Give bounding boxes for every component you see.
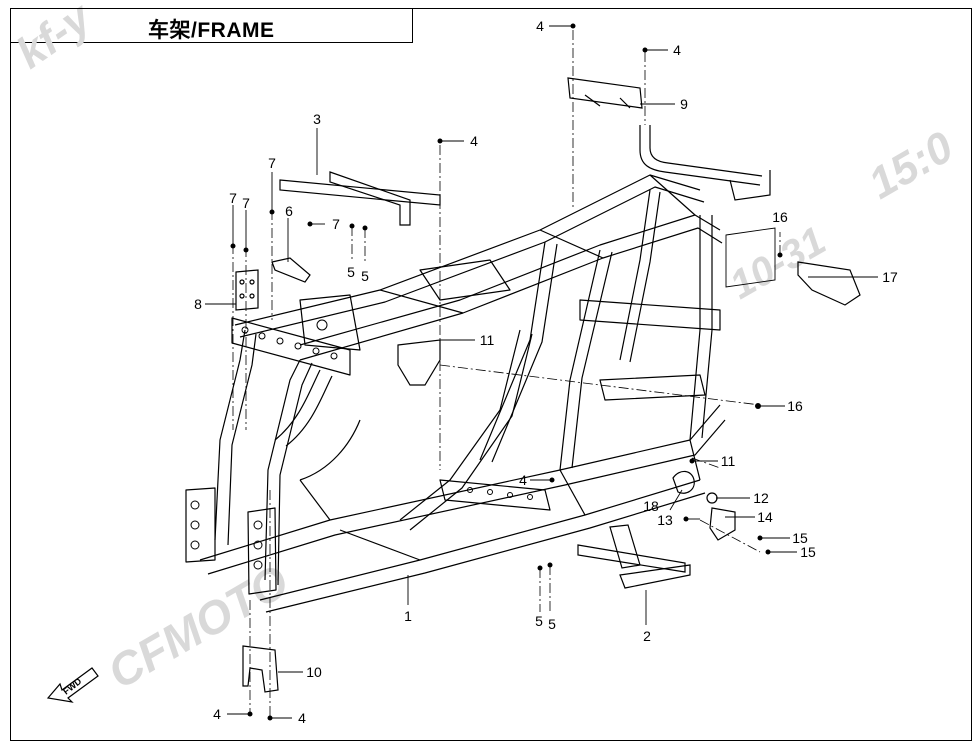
- callout-7-c: 7: [242, 195, 250, 211]
- callout-11-upper: 11: [480, 332, 495, 348]
- callout-4-top: 4: [536, 18, 544, 34]
- callout-13: 13: [657, 512, 673, 528]
- callout-1: 1: [404, 608, 412, 624]
- callout-18: 18: [643, 498, 659, 514]
- callout-6: 6: [285, 203, 293, 219]
- callout-5-b: 5: [361, 268, 369, 284]
- callout-14: 14: [757, 509, 773, 525]
- callout-4-mid: 4: [470, 133, 478, 149]
- callout-8: 8: [194, 296, 202, 312]
- callout-17: 17: [882, 269, 898, 285]
- callout-5-d: 5: [548, 616, 556, 632]
- callout-15-b: 15: [800, 544, 816, 560]
- callout-12: 12: [753, 490, 769, 506]
- callout-5-a: 5: [347, 264, 355, 280]
- callout-4-rail: 4: [519, 472, 527, 488]
- callout-4-bottom-left: 4: [213, 706, 221, 722]
- callout-16-lower: 16: [787, 398, 803, 414]
- callout-10: 10: [306, 664, 322, 680]
- callout-7-d: 7: [332, 216, 340, 232]
- watermark-cfmoto: CFMOTO: [99, 554, 297, 698]
- diagram-title: 车架/FRAME: [148, 19, 275, 42]
- watermark-time: 15:0: [861, 122, 962, 209]
- callout-4-upper-right: 4: [673, 42, 681, 58]
- callout-16-upper: 16: [772, 209, 788, 225]
- watermark-date: 10-31: [723, 219, 834, 308]
- callout-7-b: 7: [229, 190, 237, 206]
- callout-9: 9: [680, 96, 688, 112]
- title-box: 车架/FRAME: [10, 8, 413, 43]
- watermark-kf: kf-y: [8, 0, 102, 78]
- callout-2: 2: [643, 628, 651, 644]
- callout-4-bottom: 4: [298, 710, 306, 726]
- callout-5-c: 5: [535, 613, 543, 629]
- callout-11-lower: 11: [721, 453, 736, 469]
- callout-3: 3: [313, 111, 321, 127]
- callout-7-a: 7: [268, 155, 276, 171]
- callout-15-a: 15: [792, 530, 808, 546]
- fwd-arrow: FWD: [46, 667, 99, 703]
